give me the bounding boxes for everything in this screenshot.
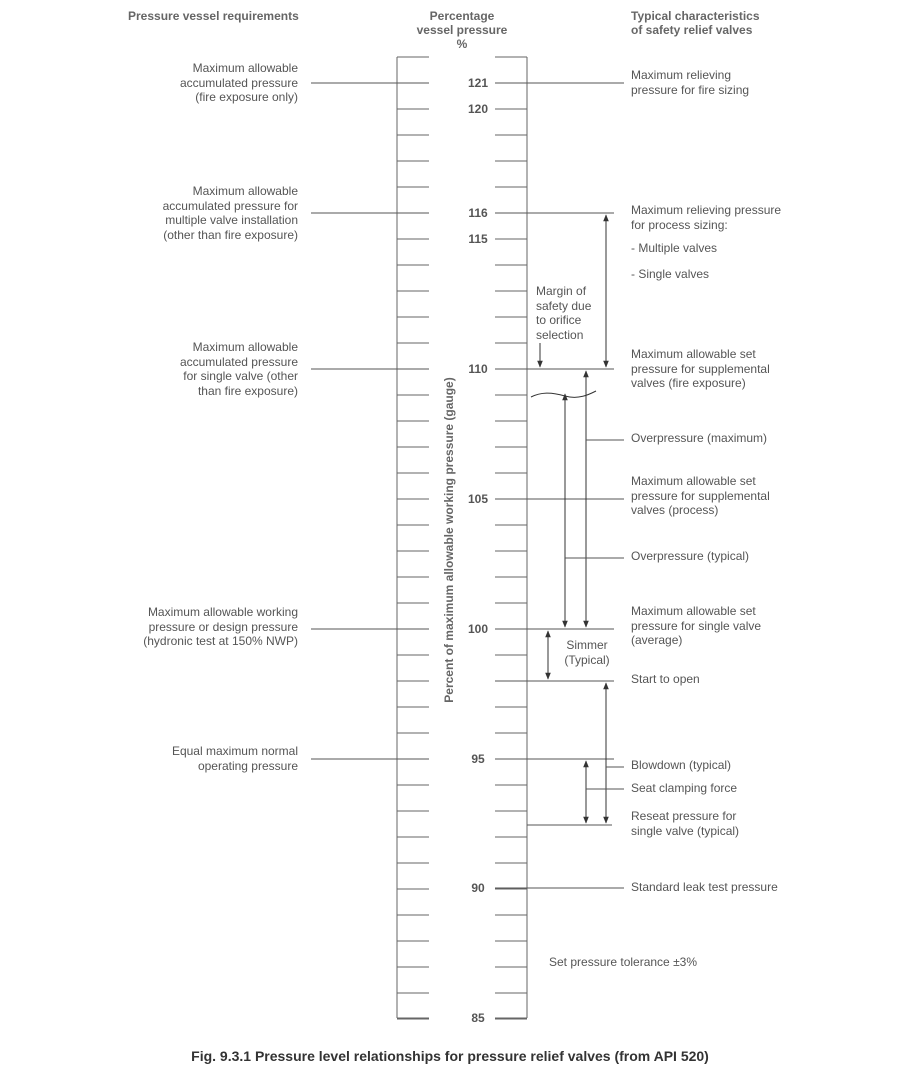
scale-label-100: 100 <box>467 622 489 636</box>
annotation-set-pressure-tolerance: Set pressure tolerance ±3% <box>549 955 697 969</box>
right-label-start-to-open: Start to open <box>631 672 700 686</box>
right-label-overpressure-typical: Overpressure (typical) <box>631 549 750 563</box>
right-label-overpressure-maximum: Overpressure (maximum) <box>631 431 768 445</box>
scale-label-120: 120 <box>467 102 489 116</box>
scale-label-90: 90 <box>471 881 485 895</box>
right-column-header-line1: Typical characteristics <box>631 9 760 23</box>
scale-label-116: 116 <box>468 206 488 220</box>
right-label-single-valves: - Single valves <box>631 267 710 281</box>
left-column-header: Pressure vessel requirements <box>128 9 299 23</box>
scale-label-95: 95 <box>471 752 485 766</box>
center-column-header-line1: Percentage <box>429 9 495 23</box>
center-column-header-line2: vessel pressure <box>416 23 508 37</box>
figure-caption: Fig. 9.3.1 Pressure level relationships … <box>191 1048 709 1064</box>
break-mark <box>530 390 597 398</box>
scale-label-115: 115 <box>468 232 488 246</box>
scale-label-121: 121 <box>467 76 489 90</box>
scale-label-105: 105 <box>467 492 489 506</box>
right-label-blowdown: Blowdown (typical) <box>631 758 732 772</box>
right-label-leak-test: Standard leak test pressure <box>631 880 778 894</box>
right-label-seat-clamping: Seat clamping force <box>631 781 738 795</box>
center-column-header-line3: % <box>456 37 468 51</box>
annotation-simmer: Simmer(Typical) <box>564 638 610 667</box>
scale-label-110: 110 <box>468 362 488 376</box>
axis-label: Percent of maximum allowable working pre… <box>442 377 456 703</box>
right-column-header-line2: of safety relief valves <box>631 23 753 37</box>
scale-ticks <box>397 82 527 1020</box>
right-label-multiple-valves: - Multiple valves <box>631 241 718 255</box>
scale-label-85: 85 <box>471 1011 485 1025</box>
